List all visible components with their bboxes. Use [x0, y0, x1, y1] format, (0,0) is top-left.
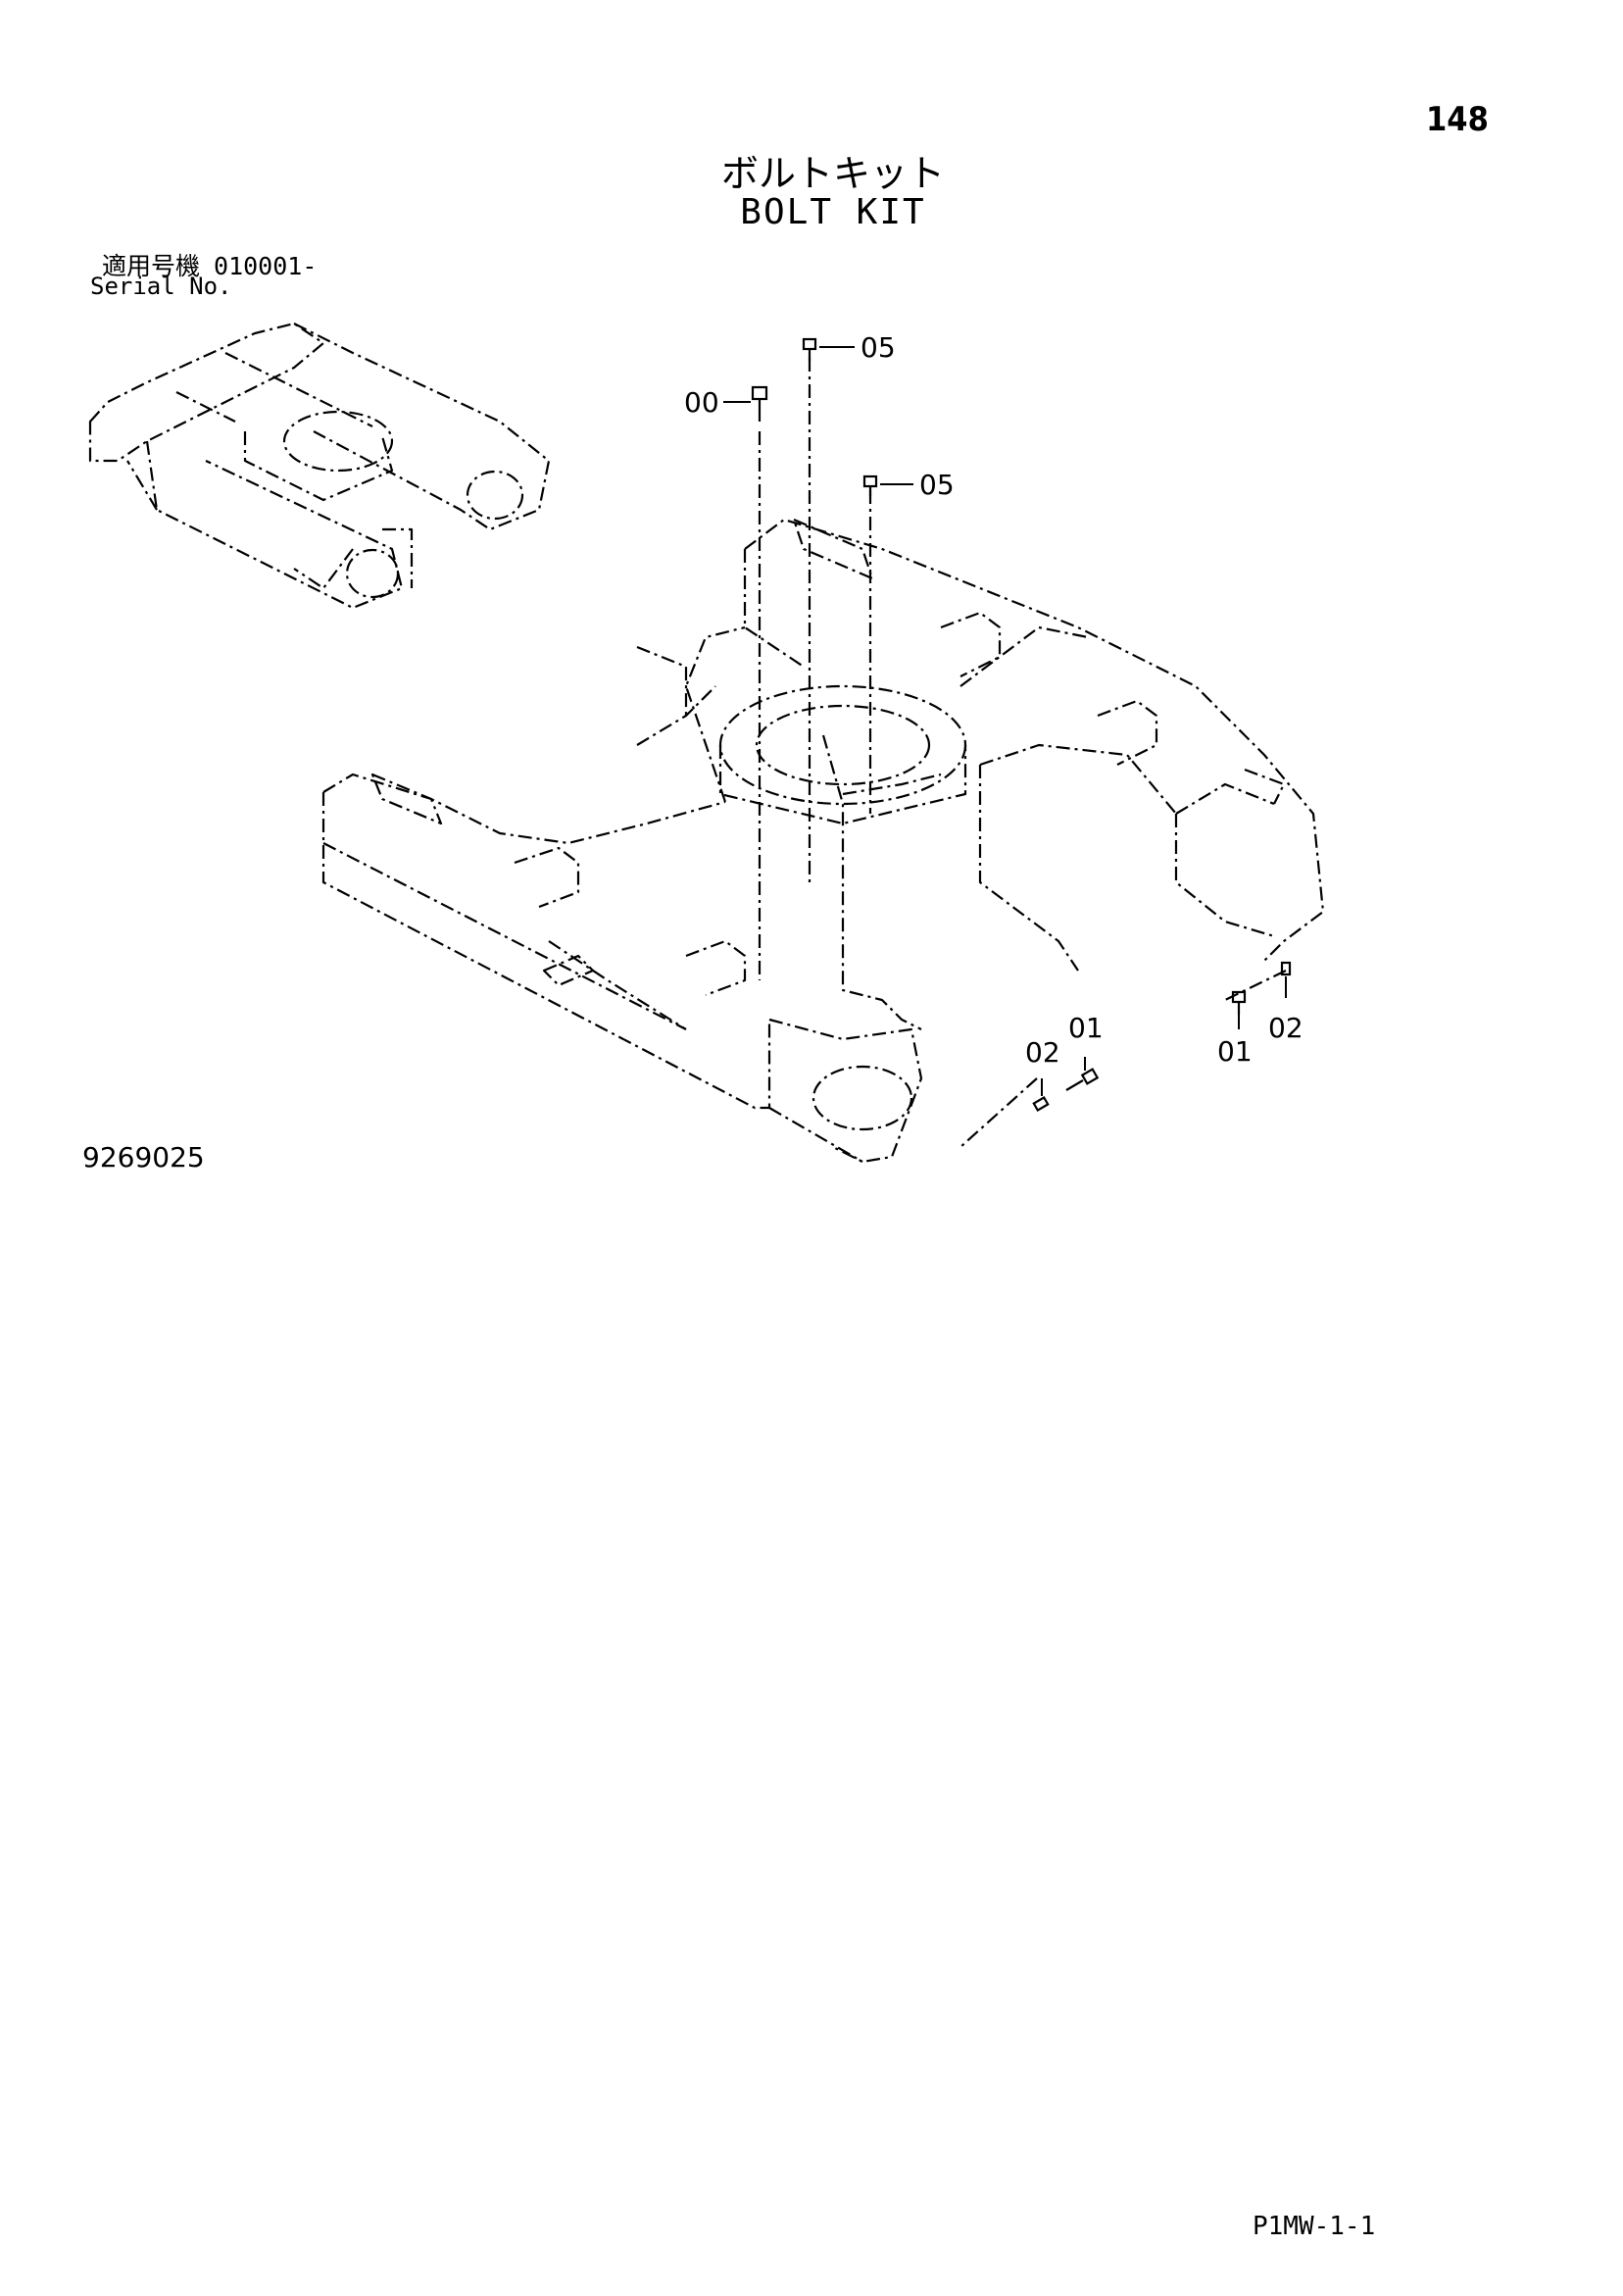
bolt-00 [751, 385, 768, 422]
bolt-05-upper [802, 337, 817, 361]
callout-02-front: 02 [1025, 1036, 1060, 1069]
page-number: 148 [1426, 100, 1489, 139]
callout-leaders [723, 346, 1287, 1096]
overview-thumbnail [88, 322, 551, 610]
callout-05-upper: 05 [861, 331, 896, 364]
washer-02-front [1032, 1096, 1050, 1112]
title-english: BOLT KIT [740, 192, 926, 232]
callout-labels: 05 00 05 01 02 01 02 [684, 331, 1303, 1069]
bolt-leader-lines [758, 358, 1287, 1148]
bolt-01-rear [1231, 990, 1247, 1015]
serial-value: 010001- [214, 252, 318, 280]
bolts [751, 337, 1292, 1112]
title-japanese: ボルトキット [720, 152, 945, 195]
callout-01-rear: 01 [1217, 1035, 1253, 1068]
callout-05-lower: 05 [919, 469, 955, 501]
bolt-01-front [1065, 1068, 1100, 1091]
footer-code: P1MW-1-1 [1253, 2212, 1376, 2241]
bolt-05-lower [862, 474, 878, 496]
washer-02-rear [1280, 961, 1292, 976]
drawing-number: 9269025 [82, 1141, 205, 1173]
serial-label-english: Serial No. [90, 273, 232, 300]
callout-00: 00 [684, 386, 719, 419]
serial-label-japanese: 適用号機 010001- [102, 247, 317, 282]
callout-01-front: 01 [1068, 1012, 1104, 1044]
track-frame [321, 518, 1325, 1164]
serial-label-jp-text: 適用号機 [102, 252, 201, 280]
callout-02-rear: 02 [1268, 1012, 1303, 1044]
